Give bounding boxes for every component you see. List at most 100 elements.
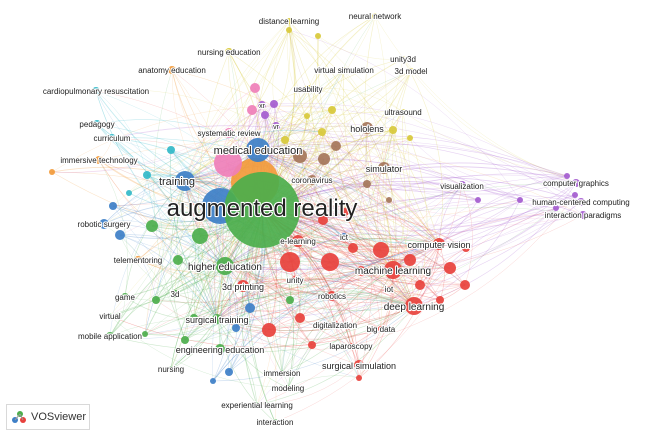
- node-dig[interactable]: [331, 321, 339, 329]
- network-node[interactable]: [245, 303, 255, 313]
- network-node[interactable]: [270, 100, 278, 108]
- network-node[interactable]: [331, 141, 341, 151]
- network-node[interactable]: [192, 228, 208, 244]
- node-label-g3d[interactable]: 3d: [169, 289, 180, 300]
- node-label-ar[interactable]: augmented reality: [166, 194, 359, 223]
- node-cv[interactable]: [433, 238, 445, 250]
- network-node[interactable]: [142, 331, 148, 337]
- network-node[interactable]: [190, 314, 198, 322]
- node-vis[interactable]: [458, 181, 466, 189]
- node-label-iot[interactable]: iot: [384, 284, 395, 295]
- node-tr[interactable]: [175, 171, 195, 191]
- node-m3[interactable]: [408, 68, 414, 74]
- node-label-it[interactable]: immersive technology: [59, 155, 139, 166]
- network-node[interactable]: [444, 262, 456, 274]
- node-p3[interactable]: [237, 280, 249, 292]
- network-node[interactable]: [404, 254, 416, 266]
- node-el[interactable]: [292, 235, 304, 247]
- node-label-me[interactable]: medical education: [213, 144, 304, 158]
- node-nn[interactable]: [372, 13, 378, 19]
- node-cg[interactable]: [572, 179, 580, 187]
- node-label-int[interactable]: interaction: [255, 417, 294, 428]
- node-rob[interactable]: [327, 291, 337, 301]
- node-it[interactable]: [95, 156, 103, 164]
- node-label-ne[interactable]: nursing education: [196, 47, 261, 58]
- network-node[interactable]: [247, 105, 257, 115]
- node-label-ma[interactable]: mobile application: [77, 331, 143, 342]
- node-label-cur[interactable]: curriculum: [92, 133, 131, 144]
- network-node[interactable]: [318, 153, 330, 165]
- node-me[interactable]: [246, 138, 270, 162]
- node-rs[interactable]: [99, 219, 109, 229]
- node-exl[interactable]: [254, 402, 260, 408]
- network-node[interactable]: [286, 296, 294, 304]
- node-ict[interactable]: [340, 233, 348, 241]
- node-label-u3[interactable]: unity3d: [389, 54, 417, 65]
- node-label-he[interactable]: higher education: [187, 261, 263, 274]
- node-label-vs[interactable]: virtual simulation: [313, 65, 375, 76]
- network-node[interactable]: [214, 149, 242, 177]
- node-u3[interactable]: [400, 56, 406, 62]
- node-un[interactable]: [291, 276, 299, 284]
- node-label-dl[interactable]: deep learning: [383, 301, 446, 314]
- node-st[interactable]: [212, 314, 222, 324]
- node-imm[interactable]: [279, 370, 285, 376]
- network-node[interactable]: [315, 33, 321, 39]
- node-label-st[interactable]: surgical training: [184, 314, 249, 326]
- node-label-ult[interactable]: ultrasound: [383, 107, 423, 118]
- node-us[interactable]: [304, 85, 312, 93]
- network-node[interactable]: [308, 341, 316, 349]
- node-label-ped[interactable]: pedagogy: [78, 119, 115, 130]
- node-label-xr[interactable]: xr: [258, 102, 267, 111]
- network-node[interactable]: [115, 230, 125, 240]
- network-node[interactable]: [436, 296, 444, 304]
- node-ped[interactable]: [93, 120, 101, 128]
- network-node[interactable]: [250, 83, 260, 93]
- node-label-cg[interactable]: computer graphics: [542, 178, 610, 189]
- node-label-rob[interactable]: robotics: [317, 291, 347, 302]
- network-node[interactable]: [167, 146, 175, 154]
- network-node[interactable]: [373, 242, 389, 258]
- network-node[interactable]: [261, 111, 269, 119]
- node-cpr[interactable]: [92, 87, 100, 95]
- node-label-cpr[interactable]: cardiopulmonary resuscitation: [42, 86, 150, 97]
- node-label-vis[interactable]: visualization: [439, 181, 485, 192]
- node-vs[interactable]: [341, 67, 347, 73]
- network-node[interactable]: [173, 255, 183, 265]
- node-label-lap[interactable]: laparoscopy: [328, 341, 373, 352]
- network-node[interactable]: [143, 171, 151, 179]
- network-node[interactable]: [553, 205, 559, 211]
- node-ma[interactable]: [106, 332, 114, 340]
- node-label-rs[interactable]: robotic surgery: [76, 219, 131, 230]
- network-node[interactable]: [341, 208, 349, 216]
- network-node[interactable]: [293, 149, 307, 163]
- node-label-vr[interactable]: vr: [272, 123, 281, 132]
- network-node[interactable]: [564, 173, 570, 179]
- node-g3d[interactable]: [171, 290, 179, 298]
- network-node[interactable]: [232, 324, 240, 332]
- network-node[interactable]: [280, 252, 300, 272]
- node-ne[interactable]: [225, 48, 233, 56]
- network-node[interactable]: [281, 136, 289, 144]
- node-vr[interactable]: [272, 122, 280, 130]
- node-hol[interactable]: [361, 122, 373, 134]
- node-cor[interactable]: [307, 175, 317, 185]
- node-label-nur[interactable]: nursing: [157, 364, 185, 375]
- node-label-virt[interactable]: virtual: [98, 311, 122, 322]
- node-hcc[interactable]: [577, 198, 585, 206]
- node-label-cor[interactable]: coronavirus: [290, 175, 334, 186]
- node-label-un[interactable]: unity: [285, 275, 304, 286]
- network-node[interactable]: [126, 190, 132, 196]
- node-label-game[interactable]: game: [114, 292, 137, 303]
- node-label-hol[interactable]: hololens: [349, 123, 385, 135]
- network-node[interactable]: [407, 135, 413, 141]
- node-virt[interactable]: [107, 313, 113, 319]
- node-ae[interactable]: [168, 66, 176, 74]
- node-ult[interactable]: [400, 109, 406, 115]
- network-node[interactable]: [146, 220, 158, 232]
- node-label-ml[interactable]: machine learning: [354, 265, 432, 278]
- node-mod[interactable]: [285, 385, 291, 391]
- node-label-ict[interactable]: ict: [339, 232, 350, 243]
- node-label-dle[interactable]: distance learning: [258, 16, 321, 27]
- network-node[interactable]: [348, 243, 358, 253]
